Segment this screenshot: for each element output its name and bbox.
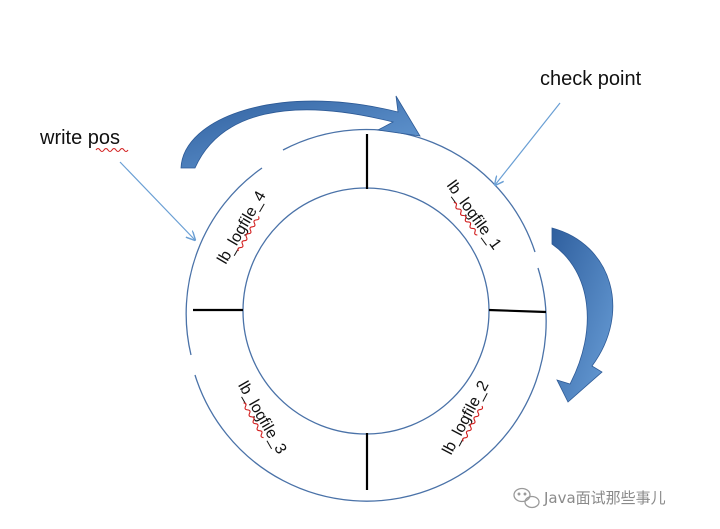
watermark: Java面试那些事儿 [513,487,666,509]
wechat-icon [513,487,540,509]
divider-right [488,308,547,314]
outer-ring [185,128,547,502]
segment-label-1: lb_logfile_1 [443,178,504,254]
check-point-pointer [495,102,561,185]
write-pos-pointer [119,161,195,240]
check-point-label: check point [540,68,642,90]
segment-dividers [193,134,547,490]
svg-text:lb_logfile_3: lb_logfile_3 [234,378,289,457]
top-curved-arrow [180,95,421,169]
segment-label-3: lb_logfile_3 [234,378,289,457]
svg-text:lb_logfile_2: lb_logfile_2 [440,378,493,458]
segment-label-2: lb_logfile_2 [440,378,493,458]
watermark-text: Java面试那些事儿 [543,489,666,507]
svg-text:lb_logfile_1: lb_logfile_1 [443,178,504,254]
svg-text:lb_logfile_4: lb_logfile_4 [215,188,270,267]
inner-ring [242,187,490,435]
write-pos-spellcheck [95,147,129,153]
right-curved-arrow [551,227,614,403]
write-pos-label: write pos [39,127,120,149]
segment-label-4: lb_logfile_4 [215,188,270,267]
